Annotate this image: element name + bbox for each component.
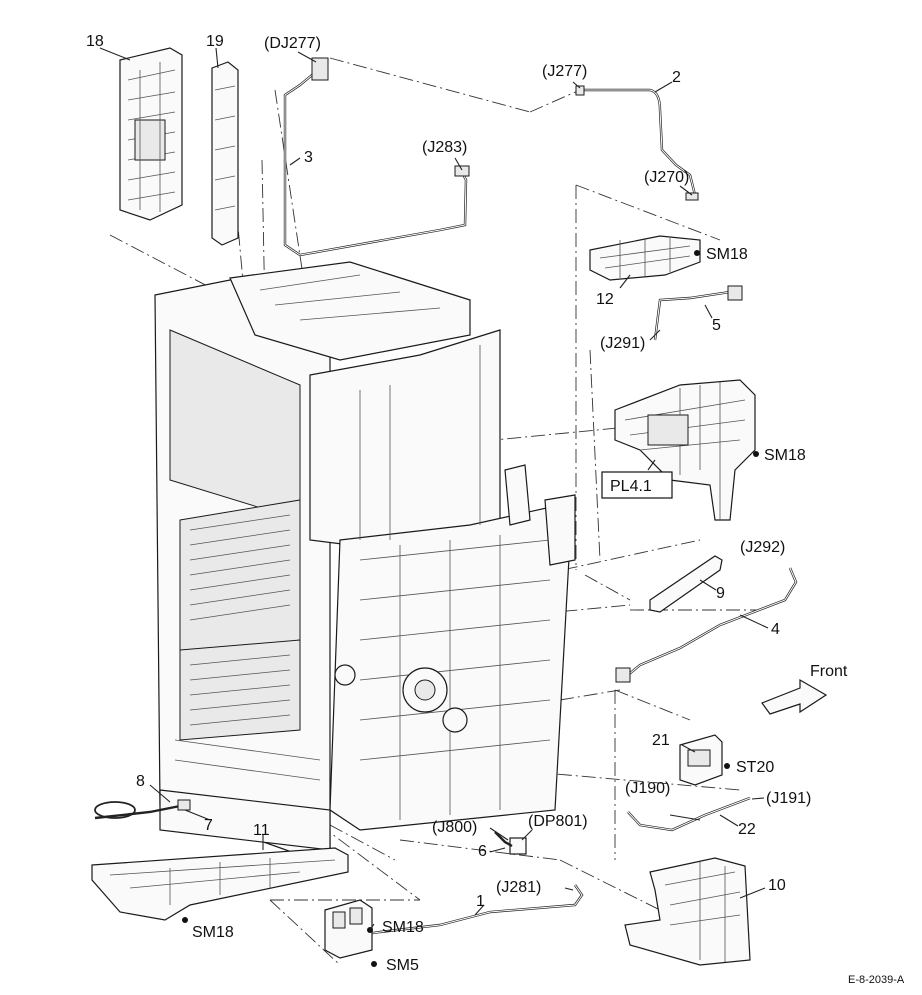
label-1: 1: [476, 893, 485, 910]
label-pl41: PL4.1: [610, 478, 652, 495]
harness-3: [283, 57, 470, 257]
harness-2: [575, 85, 699, 201]
label-j190: (J190): [625, 780, 670, 797]
callout-labels: 18 19 (DJ277) (J277) 2 3 (J283) (J270) S…: [86, 33, 905, 986]
harness-5: [653, 285, 743, 341]
pl41-label-box: [601, 471, 673, 499]
label-j277: (J277): [542, 63, 587, 80]
label-dp801: (DP801): [528, 813, 588, 830]
part-11-base-bracket: [91, 847, 349, 921]
label-j270: (J270): [644, 169, 689, 186]
front-arrow: [761, 678, 828, 715]
label-11: 11: [253, 822, 270, 839]
label-j281: (J281): [496, 879, 541, 896]
label-sm18-top: SM18: [706, 246, 748, 263]
label-sm18-left: SM18: [192, 924, 234, 941]
label-j800: (J800): [432, 819, 477, 836]
power-inlet-assembly: [324, 899, 373, 959]
label-9: 9: [716, 585, 725, 602]
label-6: 6: [478, 843, 487, 860]
part-19-cover: [211, 61, 239, 246]
label-12: 12: [596, 291, 614, 308]
part-10-lower-bracket: [624, 857, 751, 966]
label-4: 4: [771, 621, 780, 638]
figure-id: E-8-2039-A: [848, 974, 905, 986]
part-6-connector: [494, 831, 527, 855]
harness-22: [627, 796, 751, 832]
label-dj277: (DJ277): [264, 35, 321, 52]
label-st20: ST20: [736, 759, 774, 776]
label-sm18-bottom: SM18: [382, 919, 424, 936]
label-2: 2: [672, 69, 681, 86]
label-leader-lines: [99, 47, 769, 931]
label-22: 22: [738, 821, 756, 838]
harness-1: [359, 884, 584, 937]
screw-markers: [182, 250, 759, 967]
part-12-bracket: [589, 235, 701, 281]
part-9-and-harness-4: [615, 555, 798, 683]
part-18-rear-cover: [119, 47, 183, 221]
label-j283: (J283): [422, 139, 467, 156]
label-8: 8: [136, 773, 145, 790]
label-5: 5: [712, 317, 721, 334]
label-front: Front: [810, 663, 848, 680]
label-j291: (J291): [600, 335, 645, 352]
label-18: 18: [86, 33, 104, 50]
label-j292: (J292): [740, 539, 785, 556]
label-sm5: SM5: [386, 957, 419, 974]
label-3: 3: [304, 149, 313, 166]
part-8-power-cord: [94, 799, 191, 820]
part-21-bracket: [679, 734, 723, 786]
pl4-1-assembly: [614, 379, 756, 521]
label-10: 10: [768, 877, 786, 894]
label-7: 7: [204, 817, 213, 834]
label-19: 19: [206, 33, 224, 50]
label-sm18-mid: SM18: [764, 447, 806, 464]
main-frame: [154, 261, 576, 856]
label-21: 21: [652, 732, 670, 749]
label-j191: (J191): [766, 790, 811, 807]
